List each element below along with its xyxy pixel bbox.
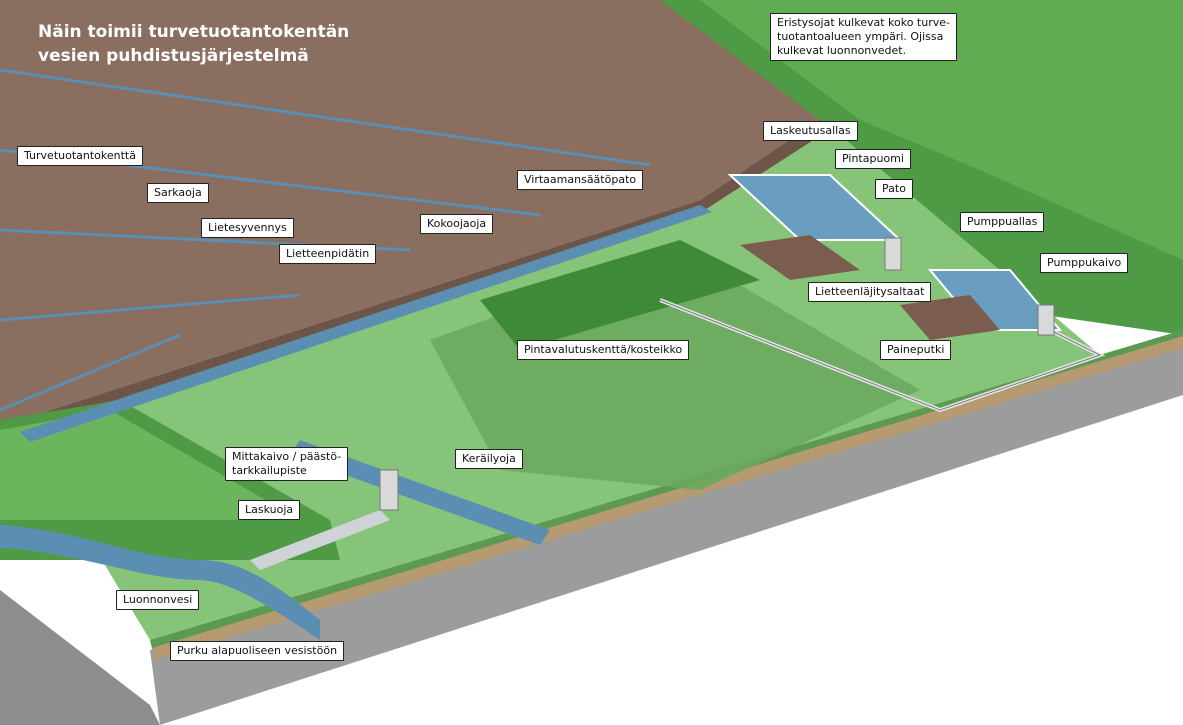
label-turvetuotantokentta: Turvetuotantokenttä xyxy=(17,146,143,166)
label-pintavalutuskentta: Pintavalutuskenttä/kosteikko xyxy=(517,340,690,360)
label-laskuoja: Laskuoja xyxy=(238,500,301,520)
label-lietesyvennys: Lietesyvennys xyxy=(201,218,294,238)
label-note-line-2: tuotantoalueen ympäri. Ojissa xyxy=(777,30,944,43)
pump-well xyxy=(1037,304,1055,336)
measurement-well xyxy=(379,469,399,511)
label-mittakaivo-line-1: Mittakaivo / päästö- xyxy=(232,450,342,463)
label-pato: Pato xyxy=(875,179,913,199)
label-kokoojaoja: Kokoojaoja xyxy=(420,214,494,234)
sarkaoja-4 xyxy=(0,293,301,322)
label-paineputki: Paineputki xyxy=(880,340,952,360)
sarkaoja-1 xyxy=(0,68,651,167)
label-note-line-3: kulkevat luonnonvedet. xyxy=(777,44,907,57)
ground-base-front xyxy=(150,340,1183,725)
sludge-basin-1 xyxy=(740,235,860,280)
label-mittakaivo-line-2: tarkkailupiste xyxy=(232,464,307,477)
keraily-ditch xyxy=(290,440,550,545)
sludge-basin-2 xyxy=(900,295,1000,340)
collector-ditch xyxy=(20,205,712,442)
pato-structure xyxy=(884,237,902,271)
label-note-line-1: Eristysojat kulkevat koko turve- xyxy=(777,16,950,29)
sarkaoja-5 xyxy=(0,333,181,412)
label-pumppuallas: Pumppuallas xyxy=(960,212,1045,232)
title-line-1: Näin toimii turvetuotantokentän xyxy=(38,22,350,42)
label-pumppukaivo: Pumppukaivo xyxy=(1040,253,1129,273)
title-line-2: vesien puhdistusjärjestelmä xyxy=(38,46,309,66)
label-pintapuomi: Pintapuomi xyxy=(835,149,911,169)
label-mittakaivo: Mittakaivo / päästö- tarkkailupiste xyxy=(225,447,349,481)
label-lietteenlajitysaltaat: Lietteenläjitysaltaat xyxy=(808,282,932,302)
wetland-forest xyxy=(480,240,760,350)
discharge-channel xyxy=(250,510,390,570)
label-virtaamansaatopato: Virtaamansäätöpato xyxy=(517,170,644,190)
pressure-pipe-outline xyxy=(659,299,1102,411)
grass-field-border xyxy=(150,330,1183,648)
label-lietteenpidatin: Lietteenpidätin xyxy=(279,244,377,264)
natural-stream xyxy=(0,525,320,640)
label-purku: Purku alapuoliseen vesistöön xyxy=(170,641,345,661)
label-luonnonvesi: Luonnonvesi xyxy=(116,590,200,610)
label-note-eristysojat: Eristysojat kulkevat koko turve- tuotant… xyxy=(770,13,957,61)
label-sarkaoja: Sarkaoja xyxy=(147,183,209,203)
ground-base-side xyxy=(0,590,160,725)
label-keralyoja: Keräilyoja xyxy=(455,449,523,469)
forest-right-light xyxy=(700,0,1183,260)
page-title: Näin toimii turvetuotantokentän vesien p… xyxy=(38,20,349,68)
label-laskeutusallas: Laskeutusallas xyxy=(763,121,858,141)
peat-field xyxy=(0,0,820,425)
forest-left-light xyxy=(0,410,300,520)
